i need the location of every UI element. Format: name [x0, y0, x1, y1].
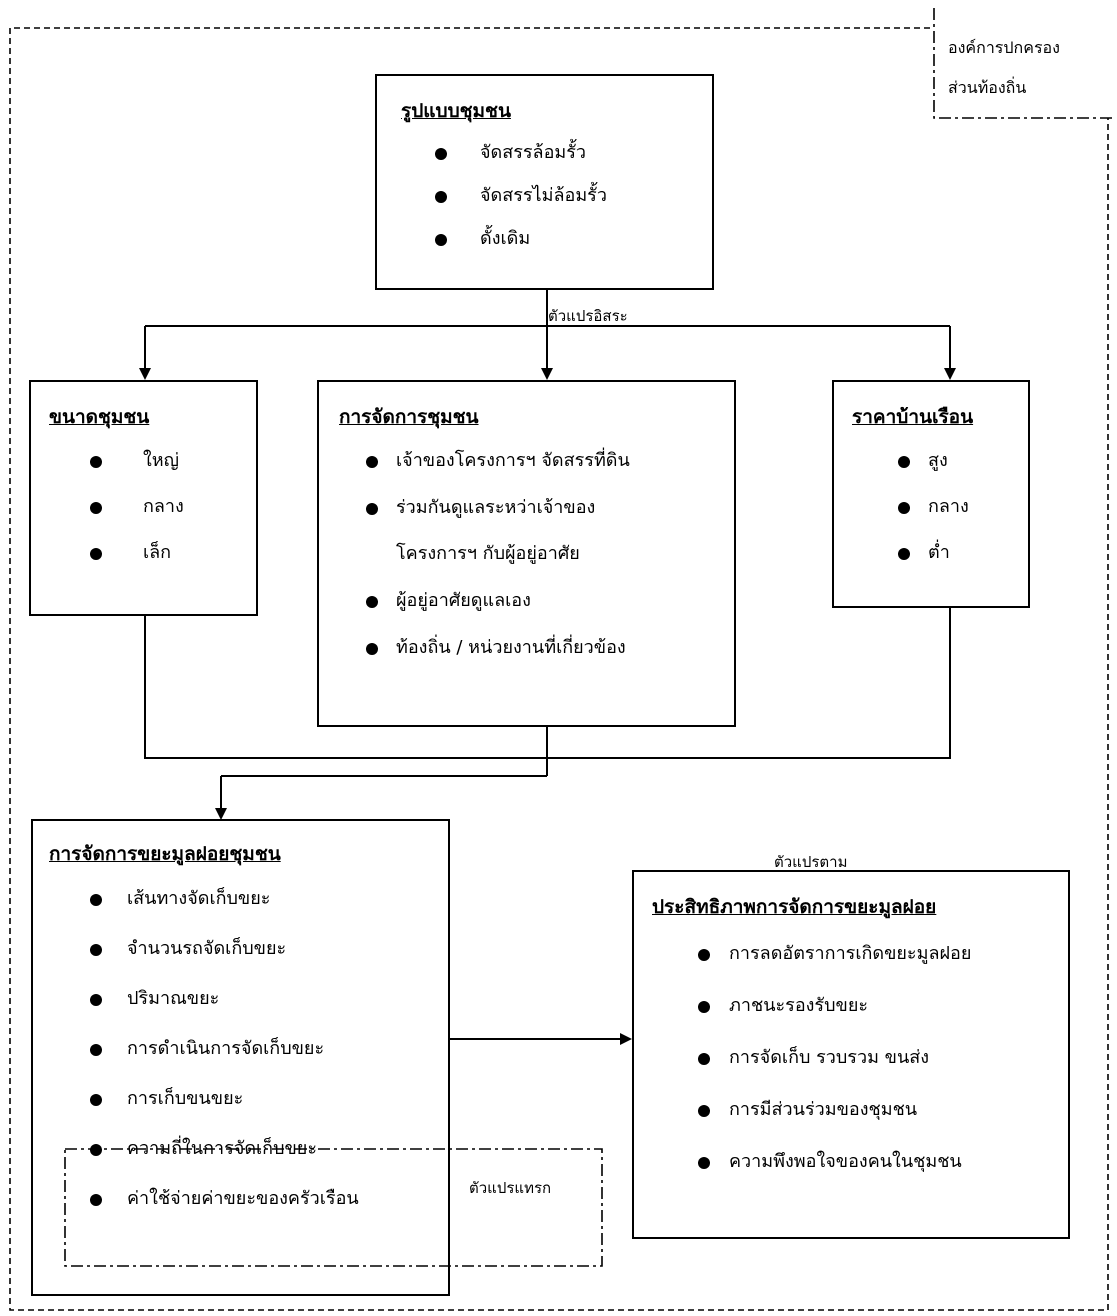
bullet	[898, 456, 910, 468]
bullet	[90, 502, 102, 514]
outer-boundary	[9, 27, 1109, 1311]
independent-variable-label: ตัวแปรอิสระ	[548, 307, 628, 325]
waste-management-box: การจัดการขยะมูลฝอยชุมชน เส้นทางจัดเก็บขย…	[31, 819, 450, 1296]
community-management-item: ร่วมกันดูแลระหว่าเจ้าของ	[396, 497, 596, 518]
dependent-variable-label: ตัวแปรตาม	[774, 853, 848, 871]
efficiency-item: การจัดเก็บ รวบรวม ขนส่ง	[729, 1047, 930, 1068]
community-type-item: จัดสรรไม่ล้อมรั้ว	[480, 185, 607, 206]
waste-management-item: การเก็บขนขยะ	[127, 1088, 244, 1109]
waste-management-item: เส้นทางจัดเก็บขยะ	[127, 888, 271, 909]
bullet	[90, 456, 102, 468]
intervening-variable-label: ตัวแปรแทรก	[469, 1179, 552, 1197]
community-management-item: ผู้อยู่อาศัยดูแลเอง	[396, 590, 531, 611]
community-size-item: เล็ก	[143, 542, 172, 563]
bullet	[698, 1001, 710, 1013]
community-type-box: รูปแบบชุมชน จัดสรรล้อมรั้ว จัดสรรไม่ล้อม…	[375, 74, 714, 290]
house-price-box: ราคาบ้านเรือน สูง กลาง ต่ำ	[832, 380, 1030, 608]
efficiency-item: ภาชนะรองรับขยะ	[729, 995, 869, 1016]
bullet	[90, 1194, 102, 1206]
community-management-item: ท้องถิ่น / หน่วยงานที่เกี่ยวข้อง	[396, 637, 626, 658]
efficiency-title: ประสิทธิภาพการจัดการขยะมูลฝอย	[652, 896, 937, 918]
bullet	[90, 944, 102, 956]
community-type-title: รูปแบบชุมชน	[401, 100, 511, 122]
local-gov-frame	[933, 8, 1116, 119]
waste-management-item: จำนวนรถจัดเก็บขยะ	[127, 938, 287, 959]
bullet	[698, 1053, 710, 1065]
community-size-item: ใหญ่	[143, 450, 179, 471]
community-management-box: การจัดการชุมชน เจ้าของโครงการฯ จัดสรรที่…	[317, 380, 736, 727]
bullet	[90, 994, 102, 1006]
bullet	[898, 548, 910, 560]
waste-management-item: ปริมาณขยะ	[127, 988, 220, 1009]
bullet	[435, 234, 447, 246]
local-gov-line1: องค์การปกครอง	[948, 38, 1060, 57]
bullet	[90, 1094, 102, 1106]
bullet	[366, 643, 378, 655]
community-type-item: จัดสรรล้อมรั้ว	[480, 142, 587, 163]
bullet	[698, 1157, 710, 1169]
waste-management-title: การจัดการขยะมูลฝอยชุมชน	[49, 843, 281, 865]
bullet	[366, 456, 378, 468]
waste-management-item: การดำเนินการจัดเก็บขยะ	[127, 1038, 325, 1059]
bullet	[90, 1144, 102, 1156]
bullet	[90, 894, 102, 906]
waste-management-item: ค่าใช้จ่ายค่าขยะของครัวเรือน	[127, 1188, 359, 1209]
efficiency-item: การลดอัตราการเกิดขยะมูลฝอย	[729, 943, 972, 964]
bullet	[366, 503, 378, 515]
local-gov-line2: ส่วนท้องถิ่น	[948, 78, 1027, 97]
bullet	[435, 148, 447, 160]
bullet	[698, 949, 710, 961]
bullet	[90, 1044, 102, 1056]
intervening-frame	[64, 1148, 603, 1267]
efficiency-item: ความพึงพอใจของคนในชุมชน	[729, 1151, 962, 1172]
efficiency-box: ประสิทธิภาพการจัดการขยะมูลฝอย การลดอัตรา…	[632, 870, 1070, 1239]
house-price-item: ต่ำ	[928, 542, 950, 563]
bullet	[698, 1105, 710, 1117]
community-size-item: กลาง	[143, 496, 184, 517]
waste-management-item: ความถี่ในการจัดเก็บขยะ	[127, 1138, 318, 1159]
community-type-item: ดั้งเดิม	[480, 228, 531, 249]
community-management-item-continuation: โครงการฯ กับผู้อยู่อาศัย	[396, 543, 580, 564]
efficiency-item: การมีส่วนร่วมของชุมชน	[729, 1099, 918, 1120]
house-price-title: ราคาบ้านเรือน	[852, 406, 974, 428]
community-management-item: เจ้าของโครงการฯ จัดสรรที่ดิน	[396, 450, 630, 471]
community-management-title: การจัดการชุมชน	[339, 406, 479, 428]
community-size-title: ขนาดชุมชน	[49, 406, 150, 428]
house-price-item: สูง	[928, 450, 948, 471]
bullet	[366, 596, 378, 608]
house-price-item: กลาง	[928, 496, 969, 517]
bullet	[898, 502, 910, 514]
bullet	[435, 191, 447, 203]
bullet	[90, 548, 102, 560]
community-size-box: ขนาดชุมชน ใหญ่ กลาง เล็ก	[29, 380, 258, 616]
